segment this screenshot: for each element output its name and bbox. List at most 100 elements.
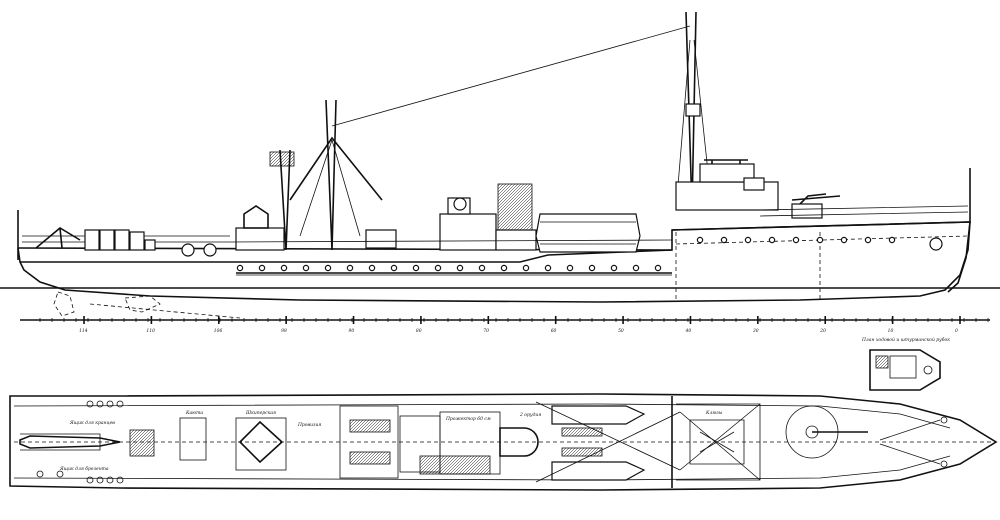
gun-mount bbox=[791, 203, 823, 219]
porthole bbox=[280, 264, 288, 272]
mainmast bbox=[279, 149, 291, 251]
chart-house bbox=[743, 177, 765, 191]
porthole bbox=[696, 236, 704, 244]
forecastle-railing bbox=[759, 205, 969, 217]
porthole bbox=[324, 264, 332, 272]
porthole bbox=[456, 264, 464, 272]
porthole bbox=[720, 236, 728, 244]
stem bbox=[947, 221, 971, 293]
shaft-line bbox=[89, 303, 241, 319]
station-label: 114 bbox=[79, 328, 88, 334]
porthole bbox=[544, 264, 552, 272]
aft-house-plan bbox=[179, 417, 207, 461]
porthole bbox=[654, 264, 662, 272]
rudder bbox=[53, 291, 75, 317]
porthole bbox=[478, 264, 486, 272]
coal-bunker-plan bbox=[419, 455, 491, 475]
porthole bbox=[888, 236, 896, 244]
inset-title: План ходовой и штурманской рубок bbox=[861, 336, 950, 343]
porthole bbox=[434, 264, 442, 272]
porthole bbox=[792, 236, 800, 244]
stern-crane bbox=[35, 227, 81, 249]
gun-platform-plan bbox=[235, 417, 287, 471]
forward-gun bbox=[791, 193, 841, 205]
porthole bbox=[302, 264, 310, 272]
searchlight-platform bbox=[269, 151, 295, 167]
porthole bbox=[840, 236, 848, 244]
deck-bollards bbox=[36, 400, 124, 484]
porthole bbox=[610, 264, 618, 272]
forecastle-deck bbox=[671, 221, 971, 231]
station-label: 110 bbox=[146, 328, 155, 334]
station-label: 90 bbox=[349, 328, 355, 334]
anchor-icon bbox=[929, 237, 943, 251]
mine-rail bbox=[19, 435, 121, 449]
aft-deckhouse bbox=[235, 227, 285, 251]
deck-note: Шкиперская bbox=[245, 410, 276, 416]
porthole bbox=[368, 264, 376, 272]
station-label: 70 bbox=[483, 328, 489, 334]
bollard bbox=[106, 476, 114, 484]
funnel-base bbox=[495, 229, 537, 251]
lifeboat bbox=[535, 213, 641, 253]
deck-note: 2 орудия bbox=[519, 412, 541, 418]
steering-house-inset: План ходовой и штурманской рубок bbox=[861, 336, 950, 391]
porthole bbox=[346, 264, 354, 272]
portholes bbox=[236, 236, 896, 272]
porthole bbox=[588, 264, 596, 272]
station-label: 50 bbox=[618, 328, 624, 334]
lifeboat-port-plan bbox=[551, 405, 646, 425]
porthole bbox=[768, 236, 776, 244]
deck-note: Провизия bbox=[297, 422, 321, 428]
derrick-mast bbox=[325, 99, 337, 251]
station-label: 10 bbox=[888, 328, 894, 334]
station-label: 106 bbox=[214, 328, 223, 334]
bollard bbox=[56, 470, 64, 478]
bollard bbox=[106, 400, 114, 408]
bollard bbox=[116, 400, 124, 408]
porthole bbox=[864, 236, 872, 244]
hull-outline bbox=[17, 221, 971, 303]
porthole bbox=[816, 236, 824, 244]
bridge-plan bbox=[676, 403, 761, 481]
funnel bbox=[497, 183, 533, 231]
porthole bbox=[236, 264, 244, 272]
bollard bbox=[116, 476, 124, 484]
station-label: 30 bbox=[753, 328, 759, 334]
station-label: 40 bbox=[684, 328, 691, 334]
wheelhouse bbox=[699, 163, 755, 183]
deck-note: Ящик для брезента bbox=[59, 465, 109, 472]
funnel-plan bbox=[499, 427, 539, 457]
deck-note: Клюзы bbox=[705, 410, 723, 416]
propeller bbox=[124, 295, 161, 313]
deck-outline bbox=[9, 393, 998, 491]
antenna-wire bbox=[331, 25, 691, 127]
porthole bbox=[632, 264, 640, 272]
aft-gun-shield bbox=[243, 205, 269, 229]
engine-casing bbox=[439, 213, 497, 251]
station-ticks bbox=[39, 316, 989, 324]
deck-note: Ящик для кранцев bbox=[69, 420, 115, 426]
porthole bbox=[412, 264, 420, 272]
bollard bbox=[86, 400, 94, 408]
boat-deck-plan bbox=[339, 405, 399, 479]
station-label: 98 bbox=[281, 328, 287, 334]
deck-note: Прожектор 60 см bbox=[445, 416, 491, 422]
winch-block bbox=[129, 429, 155, 457]
porthole bbox=[390, 264, 398, 272]
crows-nest bbox=[685, 103, 701, 117]
derrick-stays bbox=[299, 139, 361, 237]
station-label: 0 bbox=[955, 328, 958, 334]
lifeboat-starboard-plan bbox=[551, 461, 646, 481]
porthole bbox=[258, 264, 266, 272]
bollard bbox=[36, 470, 44, 478]
depth-charge-rack bbox=[84, 229, 156, 251]
reel-1 bbox=[181, 243, 195, 257]
reel-2 bbox=[203, 243, 217, 257]
station-label: 20 bbox=[819, 328, 826, 334]
inset-outline bbox=[869, 349, 941, 391]
